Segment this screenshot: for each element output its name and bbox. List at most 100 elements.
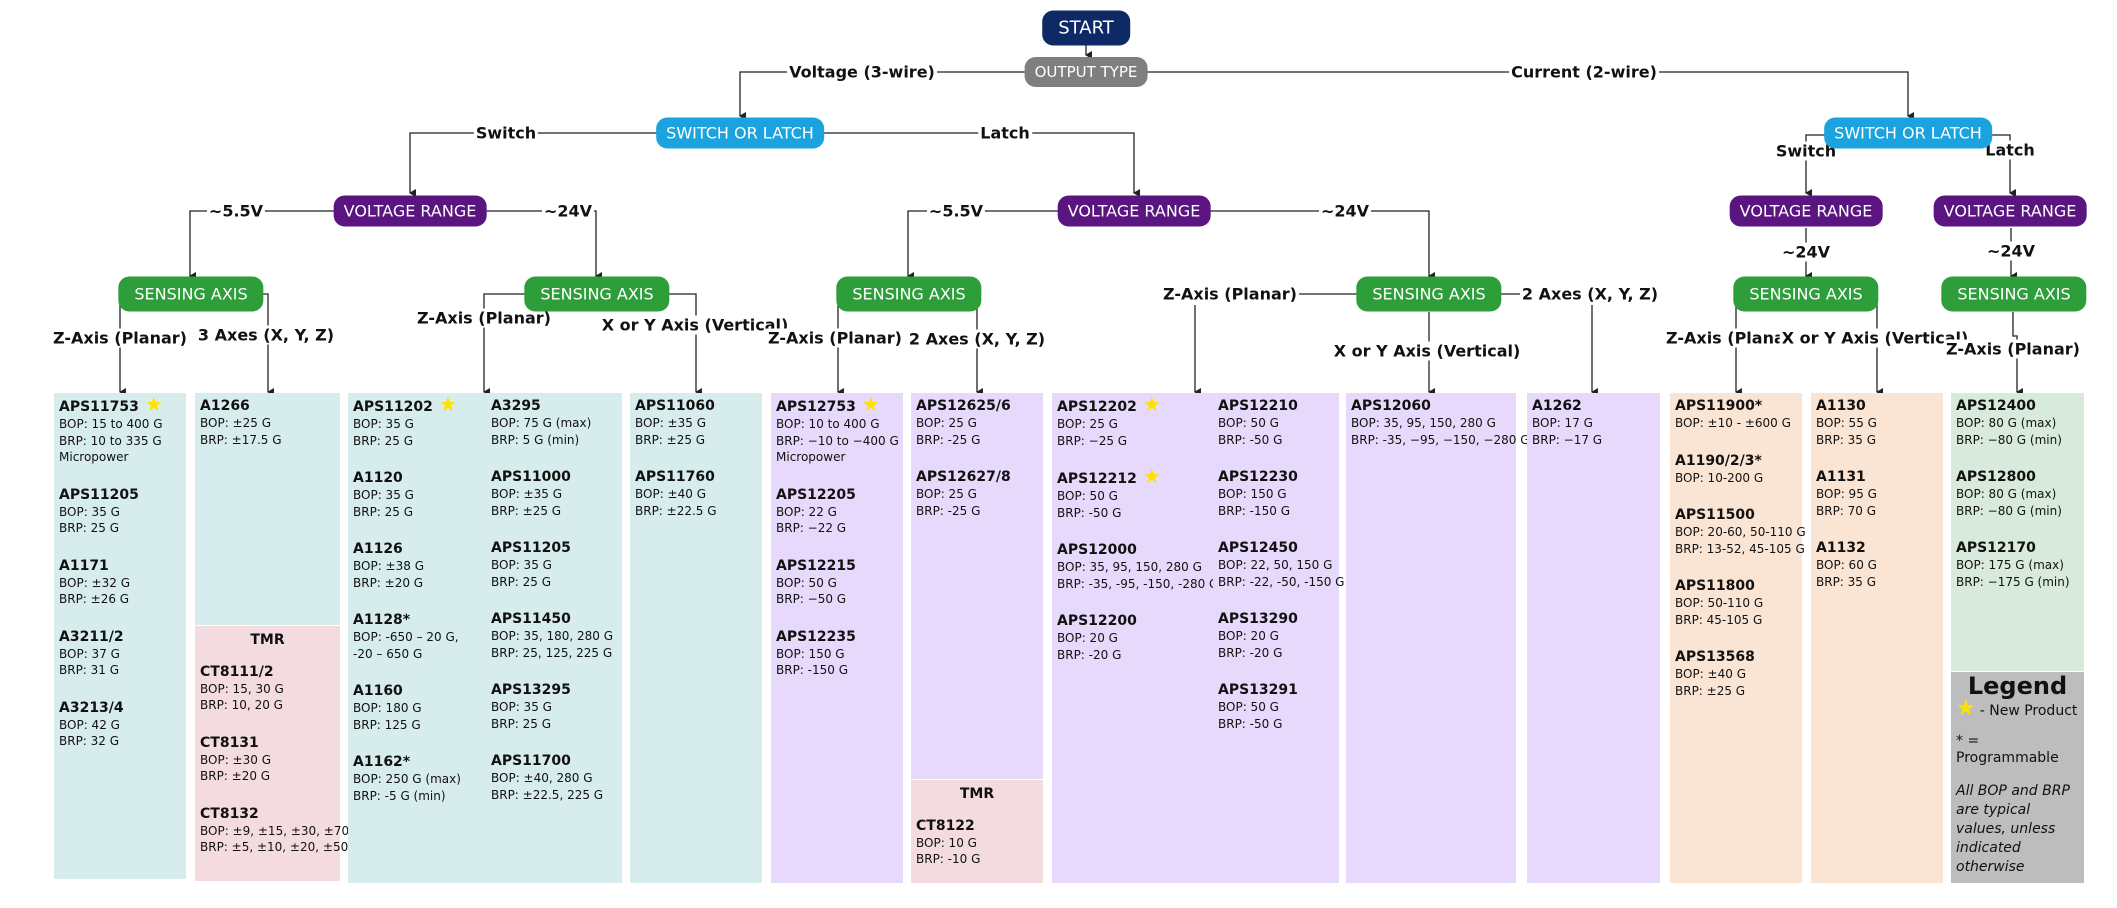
product-entry: A1128*BOP: -650 – 20 G, -20 – 650 G bbox=[353, 611, 481, 662]
product-name: A1131 bbox=[1816, 469, 1866, 485]
product-name: APS11800 bbox=[1675, 578, 1755, 594]
voltage-range-node-switch: VOLTAGE RANGE bbox=[333, 195, 487, 227]
product-name: APS13290 bbox=[1218, 611, 1298, 627]
product-entry: A1190/2/3*BOP: 10-200 G bbox=[1675, 452, 1797, 487]
edge-z-planar-1: Z-Axis (Planar) bbox=[51, 328, 189, 348]
product-name: APS11450 bbox=[491, 611, 571, 627]
star-icon: ★ bbox=[144, 392, 163, 416]
edge-xy-vertical-1: X or Y Axis (Vertical) bbox=[599, 315, 791, 335]
star-icon: ★ bbox=[1142, 392, 1161, 416]
product-spec: BOP: 80 G (max) bbox=[1956, 487, 2057, 501]
product-name: APS12800 bbox=[1956, 469, 2036, 485]
product-name: APS12753★ bbox=[776, 392, 880, 416]
product-spec: BRP: −25 G bbox=[1057, 433, 1128, 448]
product-spec: -20 – 650 G bbox=[353, 646, 423, 661]
edge-two-axes-2: 2 Axes (X, Y, Z) bbox=[1519, 284, 1661, 304]
product-spec: BRP: -50 G bbox=[1057, 505, 1122, 520]
product-name: A1160 bbox=[353, 683, 403, 699]
edge-z-planar-6: Z-Axis (Planar) bbox=[1944, 339, 2082, 359]
product-spec: BOP: ±35 G bbox=[635, 416, 706, 430]
product-name: APS12625/6 bbox=[916, 398, 1011, 414]
product-spec: BRP: ±25 G bbox=[635, 432, 706, 447]
product-name: A1171 bbox=[59, 557, 109, 574]
product-spec: BOP: 22 G bbox=[776, 504, 837, 519]
product-spec: BOP: ±10 - ±600 G bbox=[1675, 416, 1791, 430]
product-name: APS12450 bbox=[1218, 540, 1298, 556]
sensing-axis-node-1: SENSING AXIS bbox=[118, 276, 264, 312]
product-name: APS11205 bbox=[59, 486, 139, 503]
product-spec: BRP: -35, -95, -150, -280 G bbox=[1057, 576, 1219, 591]
product-spec: BOP: ±25 G bbox=[200, 416, 271, 430]
product-spec: BRP: ±5, ±10, ±20, ±50 G bbox=[200, 840, 362, 854]
product-name: APS11202★ bbox=[353, 392, 457, 416]
product-spec: BOP: ±38 G bbox=[353, 559, 424, 573]
product-name: APS11760 bbox=[635, 469, 715, 485]
product-name: A3211/2 bbox=[59, 628, 124, 645]
edge-latch-left: Latch bbox=[978, 123, 1032, 143]
product-spec: BRP: −22 G bbox=[776, 521, 847, 535]
product-spec: BRP: ±17.5 G bbox=[200, 432, 282, 447]
edge-two-axes-1: 2 Axes (X, Y, Z) bbox=[906, 329, 1048, 349]
product-spec: Micropower bbox=[59, 450, 129, 464]
product-spec: BRP: ±20 G bbox=[353, 575, 424, 590]
product-spec: BOP: 22, 50, 150 G bbox=[1218, 558, 1333, 572]
edge-v24-a: ~24V bbox=[541, 201, 595, 221]
product-spec: BRP: 35 G bbox=[1816, 432, 1877, 447]
product-spec: BRP: ±22.5, 225 G bbox=[491, 787, 604, 802]
product-name: APS12200 bbox=[1057, 613, 1137, 629]
product-spec: BRP: 31 G bbox=[59, 663, 120, 677]
product-name: A1126 bbox=[353, 541, 403, 557]
product-spec: BRP: ±26 G bbox=[59, 592, 130, 606]
product-name: A1190/2/3* bbox=[1675, 452, 1762, 469]
product-spec: BOP: 35 G bbox=[491, 700, 552, 714]
star-icon: ★ bbox=[438, 392, 457, 416]
product-spec: BRP: −10 to −400 G bbox=[776, 433, 899, 448]
product-spec: BRP: ±22.5 G bbox=[635, 503, 717, 518]
voltage-range-node-current-switch: VOLTAGE RANGE bbox=[1729, 195, 1883, 227]
product-name: APS12212★ bbox=[1057, 464, 1161, 488]
product-spec: BOP: 50 G bbox=[1057, 489, 1118, 503]
product-spec: BRP: 125 G bbox=[353, 717, 421, 732]
product-spec: BOP: 15, 30 G bbox=[200, 681, 284, 696]
product-spec: BRP: 25 G bbox=[353, 504, 414, 519]
product-spec: BRP: 25 G bbox=[59, 521, 120, 535]
output-type-node: OUTPUT TYPE bbox=[1024, 57, 1148, 87]
edge-v24-d: ~24V bbox=[1984, 241, 2038, 261]
product-name: A1162* bbox=[353, 754, 411, 770]
product-name: APS11700 bbox=[491, 753, 571, 769]
product-spec: BOP: 250 G (max) bbox=[353, 772, 461, 786]
edge-v55-a: ~5.5V bbox=[206, 201, 266, 221]
product-name: A1120 bbox=[353, 470, 403, 486]
product-name: A1130 bbox=[1816, 398, 1866, 414]
product-spec: BOP: 50 G bbox=[776, 575, 837, 590]
product-spec: BOP: 35 G bbox=[353, 417, 414, 431]
product-spec: BOP: ±30 G bbox=[200, 752, 271, 767]
